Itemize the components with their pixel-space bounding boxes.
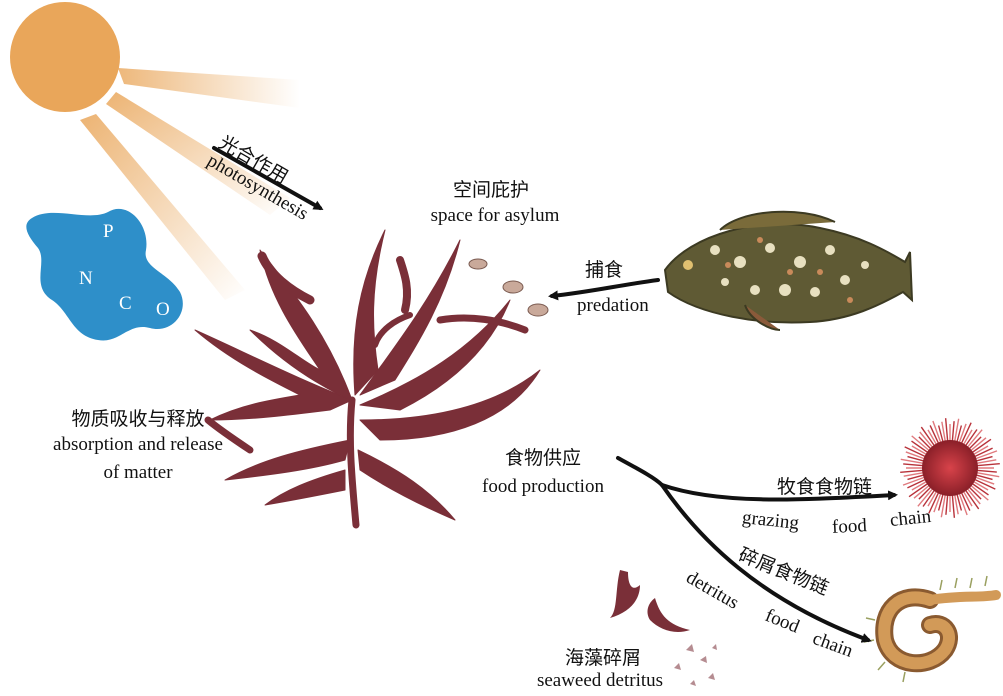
absorption-label-en-2: of matter — [103, 462, 172, 484]
seaweed-detritus-label-zh: 海藻碎屑 — [565, 643, 641, 670]
seaweed-detritus-label-en: seaweed detritus — [537, 670, 663, 692]
asylum-label-en: space for asylum — [431, 205, 560, 227]
predation-label-en: predation — [577, 295, 649, 317]
grazing-label-zh: 牧食食物链 — [777, 472, 872, 499]
food-label-zh: 食物供应 — [505, 443, 581, 470]
amphipod-icon — [469, 259, 548, 316]
predation-label-zh: 捕食 — [585, 255, 623, 282]
nutrient-c: C — [119, 293, 132, 315]
absorption-label-zh: 物质吸收与释放 — [71, 404, 204, 431]
grazing-label-en-3: chain — [889, 506, 932, 532]
food-chain-trunk — [618, 458, 662, 485]
predation-arrow — [552, 280, 658, 296]
nutrient-o: O — [156, 299, 170, 321]
nutrient-p: P — [103, 221, 114, 243]
grazing-label-en-2: food — [831, 515, 867, 539]
fish-icon — [665, 212, 912, 330]
absorption-label-en-1: absorption and release — [53, 434, 223, 456]
sea-urchin-icon — [900, 418, 1000, 518]
polychaete-worm-icon — [864, 576, 996, 682]
asylum-label-zh: 空间庇护 — [453, 175, 529, 202]
food-label-en: food production — [482, 476, 604, 498]
nutrient-n: N — [79, 268, 93, 290]
